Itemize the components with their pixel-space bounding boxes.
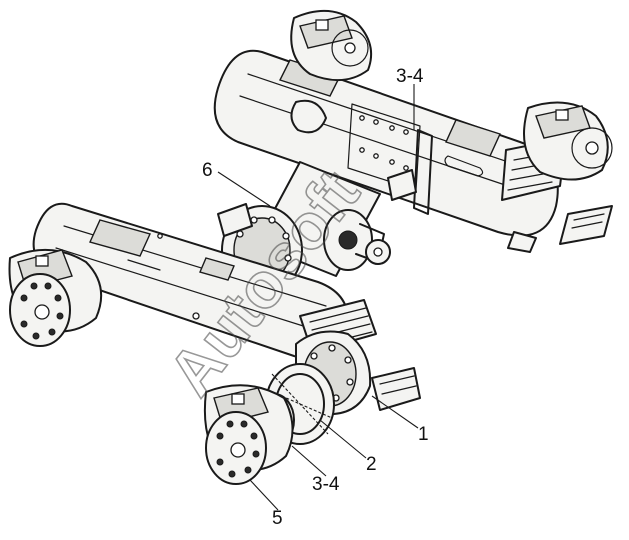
part-5-wheel-hub [203,384,294,485]
callout-6: 6 [202,160,213,181]
leader-lines [217,84,419,511]
wheel-stud-ring-left [20,282,64,340]
front-left-hub [8,249,103,347]
wheel-stud-ring-hub5 [216,420,260,478]
rear-left-hub [290,9,372,81]
callout-1: 1 [418,424,429,445]
callout-5: 5 [272,508,283,529]
callout-2: 2 [366,454,377,475]
callout-3-4-bottom: 3-4 [312,474,340,495]
rear-right-hub [523,101,613,181]
rear-balancer-beam [213,49,613,253]
callout-3-4-top: 3-4 [396,66,424,87]
